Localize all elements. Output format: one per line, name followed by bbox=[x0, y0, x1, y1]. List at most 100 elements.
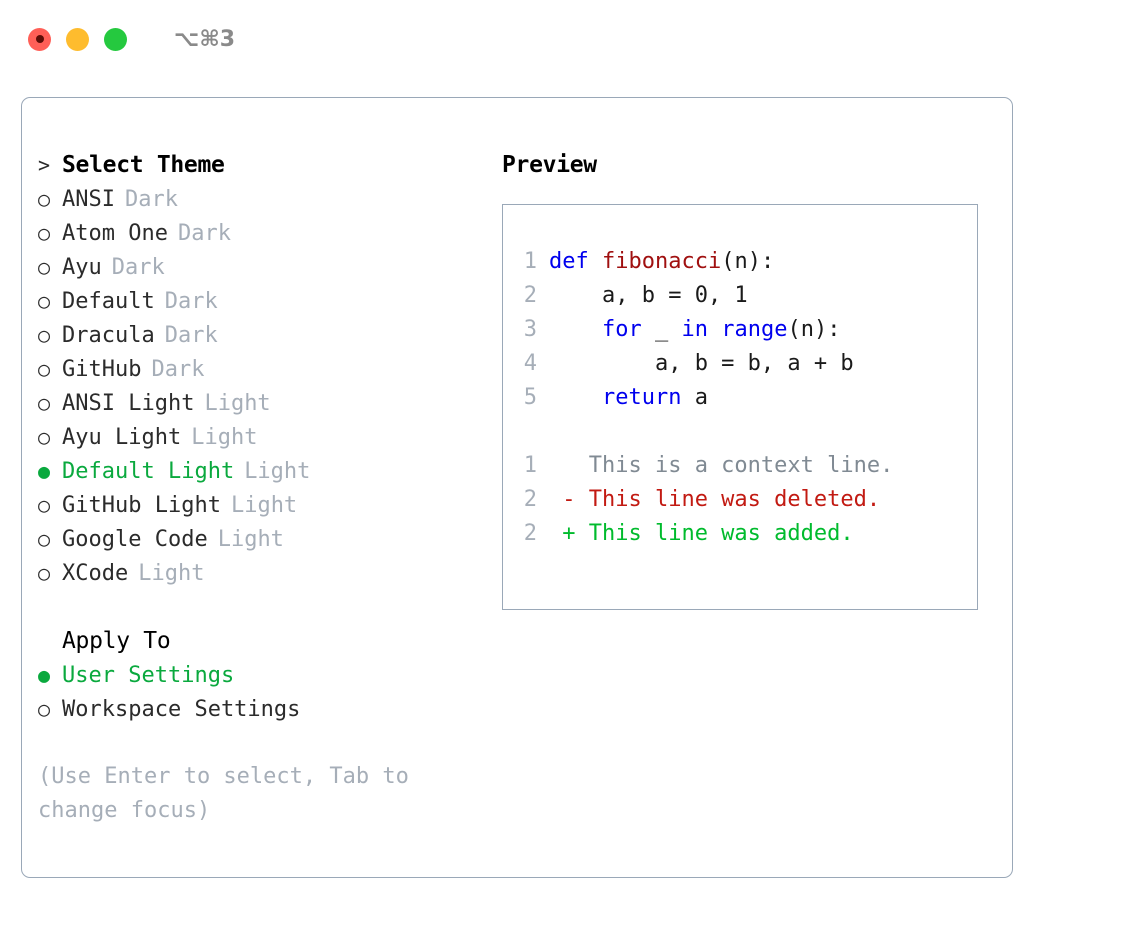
apply-to-option-label: Workspace Settings bbox=[62, 697, 301, 722]
theme-item-name: Dracula bbox=[62, 323, 155, 348]
theme-item-tag: Light bbox=[138, 561, 205, 586]
theme-item-name: Default bbox=[62, 289, 155, 314]
theme-list-item[interactable]: ○ ANSI Dark bbox=[38, 182, 498, 216]
line-number: 2 bbox=[523, 487, 537, 512]
select-theme-title: Select Theme bbox=[62, 152, 225, 178]
code-token: _ bbox=[641, 317, 682, 342]
radio-selected-icon[interactable]: ● bbox=[38, 663, 51, 687]
code-line: 1 def fibonacci(n): bbox=[515, 245, 893, 279]
diff-line: 1 This is a context line. bbox=[515, 449, 894, 483]
apply-to-header: ○ Apply To bbox=[38, 624, 498, 658]
theme-item-tag: Dark bbox=[177, 221, 231, 246]
radio-unselected-icon[interactable]: ○ bbox=[38, 221, 51, 245]
code-token bbox=[549, 385, 602, 410]
theme-item-name: GitHub bbox=[62, 357, 142, 382]
theme-item-name: ANSI bbox=[62, 187, 115, 212]
code-token bbox=[589, 249, 602, 274]
prompt-caret-icon: > bbox=[38, 153, 51, 177]
close-dot-icon bbox=[35, 35, 44, 43]
radio-unselected-icon[interactable]: ○ bbox=[38, 697, 51, 721]
keyboard-shortcut-label: ⌥⌘3 bbox=[174, 26, 236, 52]
code-token: return bbox=[601, 385, 682, 410]
radio-unselected-icon[interactable]: ○ bbox=[38, 493, 51, 517]
code-line: 3 for _ in range(n): bbox=[515, 313, 893, 347]
code-token: a, b = b, a + b bbox=[549, 351, 854, 376]
code-token: def bbox=[549, 249, 589, 274]
theme-list-item[interactable]: ○ Google Code Light bbox=[38, 522, 498, 556]
theme-item-name: ANSI Light bbox=[62, 391, 195, 416]
radio-unselected-icon[interactable]: ○ bbox=[38, 561, 51, 585]
minimize-button-icon[interactable] bbox=[66, 27, 89, 51]
code-token: fibonacci bbox=[602, 249, 722, 274]
theme-item-tag: Dark bbox=[164, 323, 218, 348]
line-number: 1 bbox=[523, 453, 537, 478]
theme-list-item[interactable]: ○ Atom One Dark bbox=[38, 216, 498, 250]
theme-item-name: Google Code bbox=[62, 527, 208, 552]
line-number: 5 bbox=[523, 385, 537, 410]
theme-list-item[interactable]: ○ Dracula Dark bbox=[38, 318, 498, 352]
line-number: 1 bbox=[523, 249, 537, 274]
close-button-icon[interactable] bbox=[28, 27, 51, 51]
select-theme-header: > Select Theme bbox=[38, 148, 498, 182]
code-token: This is a context line. bbox=[549, 453, 894, 478]
line-number: 4 bbox=[523, 351, 537, 376]
radio-unselected-icon[interactable]: ○ bbox=[38, 323, 51, 347]
line-number: 3 bbox=[523, 317, 537, 342]
code-diff-separator bbox=[515, 415, 893, 449]
theme-item-tag: Light bbox=[230, 493, 298, 518]
code-token: (n): bbox=[787, 317, 841, 342]
preview-title: Preview bbox=[502, 152, 597, 178]
radio-unselected-icon[interactable]: ○ bbox=[38, 289, 51, 313]
apply-to-option[interactable]: ●User Settings bbox=[38, 658, 498, 692]
theme-item-tag: Dark bbox=[124, 187, 178, 212]
code-token: in bbox=[681, 317, 708, 342]
theme-item-name: Ayu bbox=[62, 255, 102, 280]
radio-unselected-icon[interactable]: ○ bbox=[38, 527, 51, 551]
keyboard-hint-text: (Use Enter to select, Tab to change focu… bbox=[38, 764, 409, 823]
apply-to-option[interactable]: ○ Workspace Settings bbox=[38, 692, 498, 726]
maximize-button-icon[interactable] bbox=[104, 27, 127, 51]
apply-to-marker-placeholder: ○ bbox=[38, 624, 62, 658]
diff-line: 2 - This line was deleted. bbox=[515, 483, 893, 517]
code-token: for bbox=[601, 317, 642, 342]
theme-item-tag: Dark bbox=[164, 289, 218, 314]
line-number: 2 bbox=[523, 521, 537, 546]
radio-unselected-icon[interactable]: ○ bbox=[38, 391, 51, 415]
theme-item-name: Default Light bbox=[62, 459, 235, 484]
theme-item-tag: Light bbox=[217, 527, 284, 552]
title-bar: ⌥⌘3 bbox=[0, 0, 1140, 78]
radio-selected-icon[interactable]: ● bbox=[38, 459, 51, 483]
radio-unselected-icon[interactable]: ○ bbox=[38, 425, 51, 449]
code-token: a bbox=[681, 385, 708, 410]
theme-item-name: GitHub Light bbox=[62, 493, 221, 518]
theme-list-item[interactable]: ○ XCode Light bbox=[38, 556, 498, 590]
radio-unselected-icon[interactable]: ○ bbox=[38, 357, 51, 381]
code-line: 5 return a bbox=[515, 381, 893, 415]
theme-item-name: XCode bbox=[62, 561, 129, 586]
theme-list-item[interactable]: ○ Ayu Light Light bbox=[38, 420, 498, 454]
radio-unselected-icon[interactable]: ○ bbox=[38, 187, 51, 211]
theme-list-item[interactable]: ○ Default Dark bbox=[38, 284, 498, 318]
list-spacer bbox=[38, 590, 498, 624]
theme-item-name: Atom One bbox=[62, 221, 168, 246]
code-token bbox=[549, 317, 602, 342]
code-token: a, b = 0, 1 bbox=[549, 283, 748, 308]
theme-item-name: Ayu Light bbox=[62, 425, 182, 450]
radio-unselected-icon[interactable]: ○ bbox=[38, 255, 51, 279]
code-token bbox=[708, 317, 721, 342]
theme-item-tag: Light bbox=[191, 425, 258, 450]
code-token: (n): bbox=[721, 249, 775, 274]
theme-list-item[interactable]: ○ GitHub Light Light bbox=[38, 488, 498, 522]
apply-to-title: Apply To bbox=[62, 628, 171, 654]
traffic-lights bbox=[28, 27, 127, 51]
